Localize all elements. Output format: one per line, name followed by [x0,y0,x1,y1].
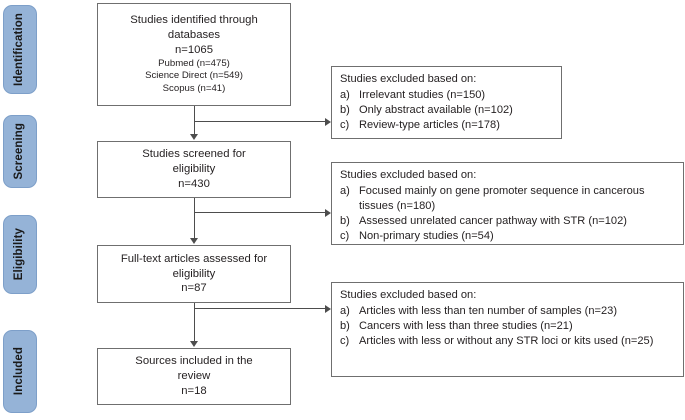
stage-tab-included: Included [3,330,37,413]
exclusion-box-title: Studies excluded based on: [340,289,477,301]
connector-branch-to-exclusion-eligibility [193,211,326,213]
stage-tab-label: Included [13,347,26,396]
exclusion-list-item: a) Irrelevant studies (n=150) [340,88,555,103]
flow-box-source-line: Pubmed (n=475) [158,57,230,69]
list-text: Non-primary studies (n=54) [359,230,494,243]
list-marker: c) [340,119,350,132]
list-text: Focused mainly on gene promoter sequence… [359,185,645,213]
stage-tab-label: Screening [13,123,26,180]
exclusion-list: a) Articles with less than ten number of… [340,304,677,349]
list-text: Review-type articles (n=178) [359,119,500,132]
list-marker: b) [340,320,350,333]
flow-box-count: n=87 [181,282,207,295]
flow-box-line: eligibility [172,267,216,280]
exclusion-list-item: a) Focused mainly on gene promoter seque… [340,184,677,214]
flow-box-count: n=430 [178,177,210,190]
list-text: Only abstract available (n=102) [359,104,513,117]
flow-box-included: Sources included in the review n=18 [97,348,291,405]
arrowhead-right-exclusion-inclusion [325,305,331,313]
exclusion-box-inclusion: Studies excluded based on: a) Articles w… [331,282,684,377]
exclusion-list-item: b) Assessed unrelated cancer pathway wit… [340,214,677,229]
list-text: Articles with less than ten number of sa… [359,305,618,318]
exclusion-list-item: c) Non-primary studies (n=54) [340,229,677,244]
exclusion-list: a) Focused mainly on gene promoter seque… [340,184,677,244]
exclusion-list-item: b) Only abstract available (n=102) [340,103,555,118]
list-text: Cancers with less than three studies (n=… [359,320,573,333]
flow-box-count: n=1065 [174,43,213,56]
flow-box-line: Sources included in the [135,355,253,368]
exclusion-box-title: Studies excluded based on: [340,73,477,85]
flow-box-line: Studies identified through [130,14,258,27]
connector-branch-to-exclusion-screening [193,120,326,122]
stage-tab-eligibility: Eligibility [3,215,37,294]
flow-box-line: Full-text articles assessed for [120,252,268,265]
list-marker: c) [340,230,350,243]
stage-tab-label: Identification [13,13,26,86]
flow-box-line: review [177,370,211,383]
stage-tab-screening: Screening [3,115,37,188]
exclusion-list: a) Irrelevant studies (n=150) b) Only ab… [340,88,555,133]
flow-box-source-line: Scopus (n=41) [162,83,226,95]
list-marker: c) [340,335,350,348]
exclusion-box-screening: Studies excluded based on: a) Irrelevant… [331,66,562,139]
flow-box-line: Studies screened for [142,148,246,161]
exclusion-list-item: b) Cancers with less than three studies … [340,319,677,334]
list-marker: b) [340,104,350,117]
arrowhead-down-included [190,341,198,347]
flow-box-identified: Studies identified through databases n=1… [97,3,291,106]
list-marker: b) [340,215,350,228]
arrowhead-right-exclusion-screening [325,118,331,126]
exclusion-list-item: c) Articles with less or without any STR… [340,334,677,349]
connector-screened-to-fulltext [193,198,195,239]
list-marker: a) [340,305,350,318]
flow-box-screened: Studies screened for eligibility n=430 [97,141,291,198]
list-text: Assessed unrelated cancer pathway with S… [359,215,627,228]
stage-tab-label: Eligibility [13,228,26,281]
exclusion-box-eligibility: Studies excluded based on: a) Focused ma… [331,162,684,245]
list-text: Irrelevant studies (n=150) [359,89,486,102]
stage-tab-identification: Identification [3,5,37,94]
flow-box-fulltext: Full-text articles assessed for eligibil… [97,245,291,303]
connector-branch-to-exclusion-inclusion [193,307,326,309]
flow-box-line: databases [167,28,221,41]
list-marker: a) [340,89,350,102]
list-marker: a) [340,185,350,198]
flow-box-source-line: Science Direct (n=549) [145,70,243,82]
connector-fulltext-to-included [193,303,195,342]
exclusion-list-item: a) Articles with less than ten number of… [340,304,677,319]
exclusion-box-title: Studies excluded based on: [340,169,477,181]
arrowhead-right-exclusion-eligibility [325,209,331,217]
flow-box-line: eligibility [172,163,216,176]
exclusion-list-item: c) Review-type articles (n=178) [340,118,555,133]
arrowhead-down-screened [190,134,198,140]
arrowhead-down-fulltext [190,238,198,244]
list-text: Articles with less or without any STR lo… [359,335,654,348]
flow-box-count: n=18 [181,384,207,397]
